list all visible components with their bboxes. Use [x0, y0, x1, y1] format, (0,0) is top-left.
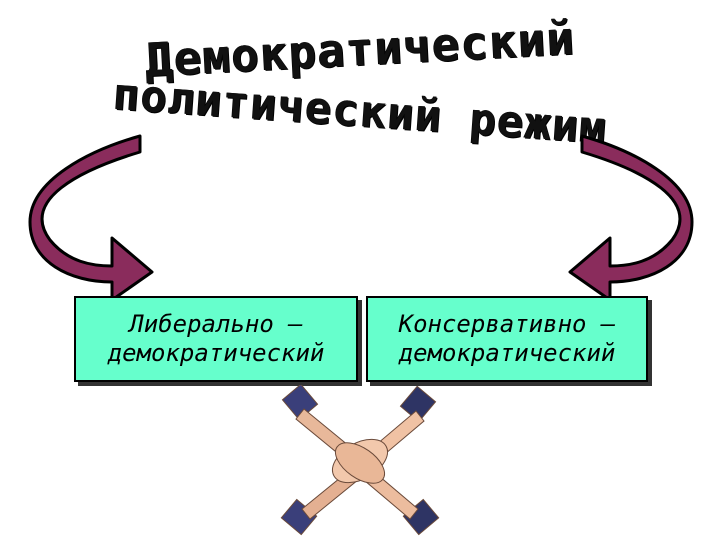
joined-hands-icon: [280, 385, 440, 536]
conservative-democratic-box: Консервативно – демократический: [366, 296, 648, 382]
liberal-box-line-1: Либерально –: [129, 310, 303, 339]
liberal-democratic-box: Либерально – демократический: [74, 296, 358, 382]
left-curved-arrow-icon: [28, 134, 154, 302]
right-curved-arrow-icon: [568, 134, 694, 302]
conservative-box-line-2: демократический: [398, 339, 616, 367]
conservative-box-line-1: Консервативно –: [398, 310, 616, 339]
liberal-box-line-2: демократический: [107, 339, 325, 367]
